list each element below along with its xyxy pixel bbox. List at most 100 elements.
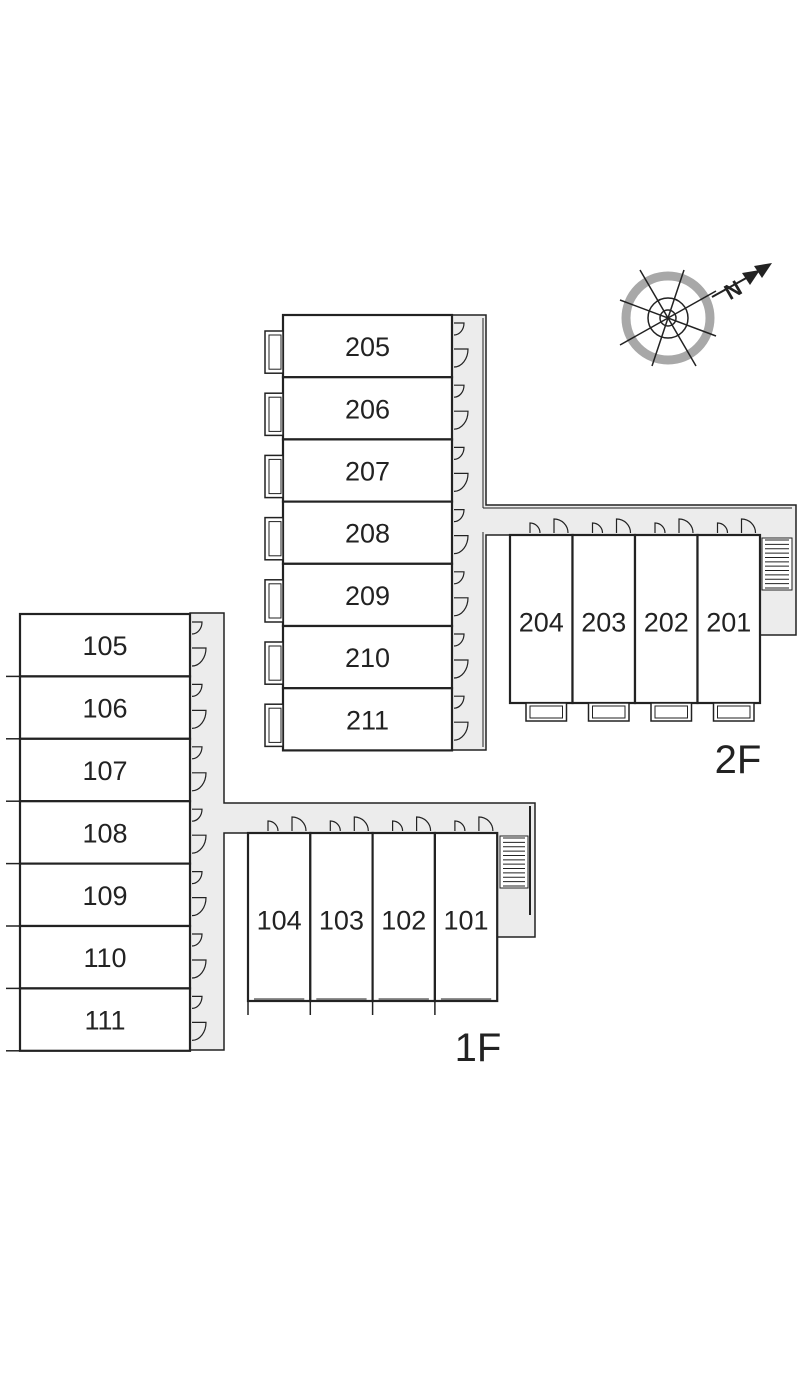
unit-label-204: 204 — [519, 607, 564, 637]
unit-label-210: 210 — [345, 643, 390, 673]
door-icon — [453, 633, 465, 647]
unit-label-104: 104 — [257, 905, 302, 935]
unit-107: 107 — [6, 737, 207, 803]
door-icon — [453, 472, 469, 492]
unit-204: 204 — [508, 518, 574, 722]
unit-103: 103 — [309, 816, 374, 1015]
compass: N — [619, 263, 772, 367]
unit-label-202: 202 — [644, 607, 689, 637]
unit-209: 209 — [264, 562, 469, 628]
balcony — [264, 454, 284, 499]
unit-label-207: 207 — [345, 457, 390, 487]
door-icon — [453, 597, 469, 617]
door-icon — [453, 695, 465, 709]
compass-ring — [621, 271, 715, 365]
door-icon — [453, 659, 469, 679]
door-icon — [191, 871, 203, 885]
door-icon — [416, 816, 432, 832]
unit-102: 102 — [371, 816, 437, 1015]
door-icon — [453, 509, 465, 523]
door-icon — [191, 746, 203, 760]
floor-label-2f: 2F — [715, 738, 762, 782]
door-icon — [191, 1021, 207, 1041]
door-icon — [267, 820, 279, 832]
balcony — [712, 702, 755, 722]
door-icon — [191, 709, 207, 729]
door-icon — [654, 522, 666, 534]
balcony — [587, 702, 630, 722]
door-icon — [191, 995, 203, 1009]
unit-210: 210 — [264, 624, 469, 690]
door-icon — [329, 820, 341, 832]
north-arrow-icon: N — [711, 263, 772, 305]
unit-label-211: 211 — [346, 705, 389, 735]
door-icon — [453, 446, 465, 460]
floor-label-1f: 1F — [455, 1026, 502, 1070]
unit-202: 202 — [633, 518, 699, 722]
door-icon — [615, 518, 632, 534]
door-icon — [529, 522, 541, 534]
balcony — [264, 392, 284, 437]
unit-label-103: 103 — [319, 905, 364, 935]
unit-110: 110 — [6, 924, 207, 990]
door-icon — [453, 721, 469, 741]
units-2f-south: 204 203 202 201 — [508, 518, 762, 722]
door-icon — [454, 820, 466, 832]
unit-211: 211 — [264, 687, 469, 752]
unit-label-205: 205 — [345, 332, 390, 362]
unit-label-111: 111 — [84, 1006, 125, 1036]
unit-label-107: 107 — [82, 756, 127, 786]
unit-106: 106 — [6, 675, 207, 740]
unit-label-108: 108 — [82, 818, 127, 848]
balcony — [264, 579, 284, 623]
door-icon — [716, 522, 729, 534]
balcony — [264, 330, 284, 374]
unit-label-109: 109 — [82, 881, 127, 911]
door-icon — [191, 621, 203, 635]
door-icon — [191, 772, 207, 792]
unit-label-102: 102 — [381, 905, 426, 935]
door-icon — [191, 683, 203, 697]
door-icon — [453, 322, 465, 336]
staircase-2f — [761, 537, 793, 591]
door-icon — [453, 535, 469, 555]
door-icon — [353, 816, 369, 832]
unit-205: 205 — [264, 313, 469, 379]
door-icon — [740, 518, 757, 534]
door-icon — [191, 933, 203, 947]
unit-label-203: 203 — [581, 607, 626, 637]
door-icon — [553, 518, 569, 534]
door-icon — [591, 522, 604, 534]
unit-105: 105 — [6, 612, 207, 678]
door-icon — [678, 518, 694, 534]
unit-208: 208 — [264, 500, 469, 565]
balcony — [650, 702, 693, 722]
door-icon — [392, 820, 404, 832]
unit-207: 207 — [264, 438, 469, 503]
door-icon — [453, 410, 469, 430]
door-icon — [478, 816, 494, 832]
unit-203: 203 — [571, 518, 637, 722]
unit-label-201: 201 — [706, 607, 751, 637]
door-icon — [191, 834, 207, 854]
balcony — [264, 703, 284, 748]
unit-label-209: 209 — [345, 581, 390, 611]
staircase-1f — [499, 835, 529, 889]
unit-label-101: 101 — [444, 905, 489, 935]
units-1f-south: 104 103 102 101 — [246, 816, 499, 1015]
unit-109: 109 — [6, 862, 207, 928]
door-icon — [191, 959, 207, 979]
unit-101: 101 — [433, 816, 499, 1015]
door-icon — [453, 384, 465, 398]
door-icon — [191, 647, 207, 667]
balcony — [525, 702, 568, 722]
unit-label-208: 208 — [345, 519, 390, 549]
unit-108: 108 — [6, 800, 207, 865]
balcony — [264, 516, 284, 561]
door-icon — [453, 348, 469, 368]
compass-rose-icon — [619, 269, 717, 367]
